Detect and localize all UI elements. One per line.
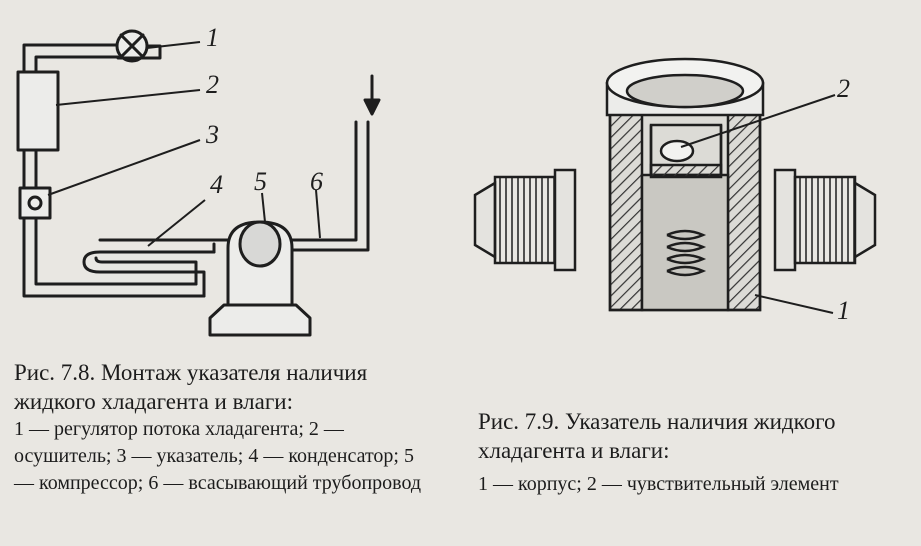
suction-pipe (290, 120, 358, 242)
callout-4: 4 (210, 170, 223, 199)
spring (666, 229, 707, 277)
callout-2: 2 (837, 74, 850, 103)
figure-7-9-diagram: 2 1 (473, 57, 877, 325)
callout-3: 3 (205, 120, 219, 149)
figure-7-8-title: Рис. 7.8. Монтаж указателя наличия жидко… (14, 360, 368, 414)
callout-1: 1 (837, 296, 850, 325)
callout-6: 6 (310, 167, 323, 196)
compressor-base (208, 303, 312, 337)
left-nut (473, 180, 497, 260)
callout-5: 5 (254, 167, 267, 196)
right-nut (853, 180, 877, 260)
figure-7-8-caption: Рис. 7.8. Монтаж указателя наличия жидко… (14, 358, 424, 497)
condenser (82, 250, 216, 298)
drier (16, 70, 60, 152)
figure-7-9-title: Рис. 7.9. Указатель наличия жидкого хлад… (478, 409, 836, 463)
callout-2: 2 (206, 70, 219, 99)
figure-7-8-diagram: 1 2 3 4 5 6 (16, 23, 381, 337)
indicator (18, 186, 52, 220)
figure-7-9-legend: 1 — корпус; 2 — чувствительный элемент (478, 473, 839, 495)
callout-1: 1 (206, 23, 219, 52)
figure-7-9-caption: Рис. 7.9. Указатель наличия жидкого хлад… (478, 407, 918, 498)
figure-7-8-legend: 1 — регулятор потока хладагента; 2 — осу… (14, 418, 422, 494)
